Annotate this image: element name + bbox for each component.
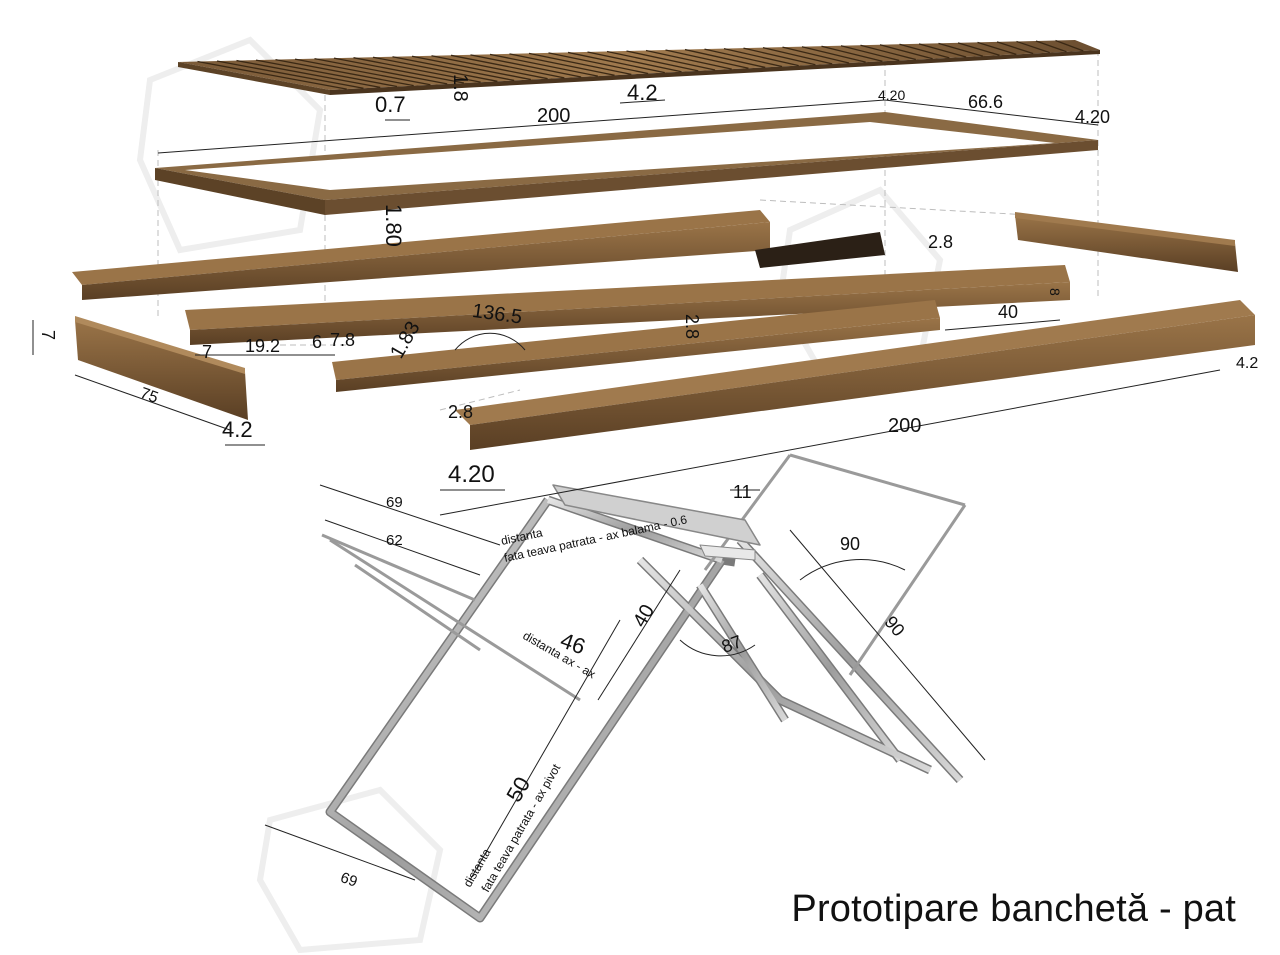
slat-gap bbox=[197, 60, 347, 90]
dim-end-width: 4.2 bbox=[222, 417, 253, 442]
dim-end-length: 75 bbox=[138, 385, 161, 407]
slat-gap bbox=[801, 46, 866, 63]
slat-gap bbox=[392, 56, 515, 82]
dark-rail bbox=[755, 232, 885, 268]
slat-gap bbox=[996, 41, 1034, 55]
slat-gap bbox=[470, 54, 582, 78]
right-end-piece bbox=[1015, 212, 1238, 272]
slat-gap bbox=[938, 42, 984, 57]
slat-gap bbox=[567, 51, 665, 74]
slat-gap bbox=[450, 54, 565, 79]
caption: Prototipare banchetă - pat bbox=[791, 888, 1236, 930]
dim-rail-small: 8 bbox=[1047, 288, 1063, 296]
slat-gap bbox=[236, 59, 381, 89]
slat-gap bbox=[821, 45, 883, 62]
slat-gap bbox=[509, 53, 615, 76]
slat-gap bbox=[587, 51, 682, 73]
slat-gap bbox=[840, 45, 900, 62]
slat-gap bbox=[860, 44, 917, 61]
rectangular-frame bbox=[155, 112, 1098, 215]
slat-gaps bbox=[197, 39, 1084, 90]
slat-gap bbox=[372, 56, 498, 82]
front-beam bbox=[455, 300, 1255, 450]
dim-notch-span: 19.2 bbox=[245, 336, 280, 356]
dim-edge-b: 4.20 bbox=[1075, 107, 1110, 127]
dim-notch-start: 7 bbox=[202, 342, 212, 362]
slat-gap bbox=[1055, 39, 1084, 52]
slat-gap bbox=[723, 47, 799, 67]
slat-gap bbox=[411, 55, 531, 81]
slat-gap bbox=[957, 42, 1000, 56]
slat-gap bbox=[1035, 40, 1067, 53]
slat-gap bbox=[216, 60, 364, 89]
slat-gap bbox=[645, 49, 732, 70]
slatted-top-panel bbox=[178, 39, 1100, 95]
dim-beam-length: 200 bbox=[888, 415, 921, 437]
dim-rail-notch: 2.8 bbox=[928, 232, 953, 252]
slat-gap bbox=[1016, 40, 1050, 54]
dimension-labels: 1.8 0.7 200 4.2 4.20 66.6 4.20 1.80 2.8 … bbox=[38, 74, 1258, 895]
slat-gap bbox=[255, 59, 398, 88]
slat-gap bbox=[489, 53, 598, 77]
dim-frame-top-62: 62 bbox=[386, 532, 403, 549]
slat-gap bbox=[548, 52, 649, 75]
slat-gap bbox=[704, 48, 783, 68]
dim-rail-offset: 40 bbox=[998, 302, 1018, 322]
alignment-lines bbox=[157, 50, 1099, 411]
dim-slat-gap: 0.7 bbox=[375, 92, 406, 117]
dimension-lines bbox=[32, 99, 1221, 881]
slat-gap bbox=[353, 57, 481, 83]
dim-notch-a: 2.8 bbox=[448, 402, 473, 422]
dim-40: 40 bbox=[629, 601, 659, 631]
slat-gap bbox=[684, 48, 766, 69]
dim-edge-a: 4.20 bbox=[878, 87, 905, 103]
slat-gap bbox=[431, 55, 548, 80]
dim-end-height: 7 bbox=[38, 330, 58, 340]
slat-gap bbox=[782, 46, 850, 64]
dim-slat-pitch: 4.2 bbox=[627, 80, 658, 105]
slat-gap bbox=[626, 50, 716, 71]
slat-gap bbox=[665, 49, 749, 69]
back-rail bbox=[72, 210, 770, 300]
dim-frame-height: 1.80 bbox=[381, 204, 406, 247]
lower-notched-rail bbox=[332, 300, 940, 392]
dim-overall-length: 200 bbox=[537, 105, 570, 127]
slat-gap bbox=[528, 52, 632, 75]
dim-inner-width: 66.6 bbox=[968, 92, 1003, 112]
dim-frame-bottom-69: 69 bbox=[339, 868, 360, 890]
slat-gap bbox=[977, 41, 1017, 55]
dim-90b: 90 bbox=[881, 612, 909, 640]
left-end-piece bbox=[75, 316, 248, 420]
slat-gap bbox=[606, 50, 699, 72]
dim-frame-top-69: 69 bbox=[386, 494, 403, 511]
dim-beam-height: 4.20 bbox=[448, 461, 495, 488]
slat-gap bbox=[879, 44, 933, 60]
slat-gap bbox=[275, 58, 414, 87]
slat-gap bbox=[333, 57, 465, 84]
dim-angle-90a: 90 bbox=[840, 534, 860, 554]
dim-notch-w: 6 bbox=[312, 332, 322, 352]
dim-slat-thickness: 1.8 bbox=[449, 74, 471, 102]
slat-gap bbox=[762, 47, 833, 65]
dim-11: 11 bbox=[733, 482, 752, 502]
middle-notched-rail bbox=[185, 265, 1070, 345]
slat-gap bbox=[314, 58, 448, 85]
dim-rail-side-height: 4.2 bbox=[1236, 355, 1258, 372]
slat-gap bbox=[743, 47, 816, 66]
metal-folding-frame bbox=[321, 453, 967, 923]
slat-gap bbox=[899, 43, 950, 59]
slat-gap bbox=[918, 43, 967, 58]
dim-rail-mid: 2.8 bbox=[682, 314, 702, 339]
slat-gap bbox=[294, 58, 431, 86]
dim-notch-b: 7.8 bbox=[330, 330, 355, 350]
